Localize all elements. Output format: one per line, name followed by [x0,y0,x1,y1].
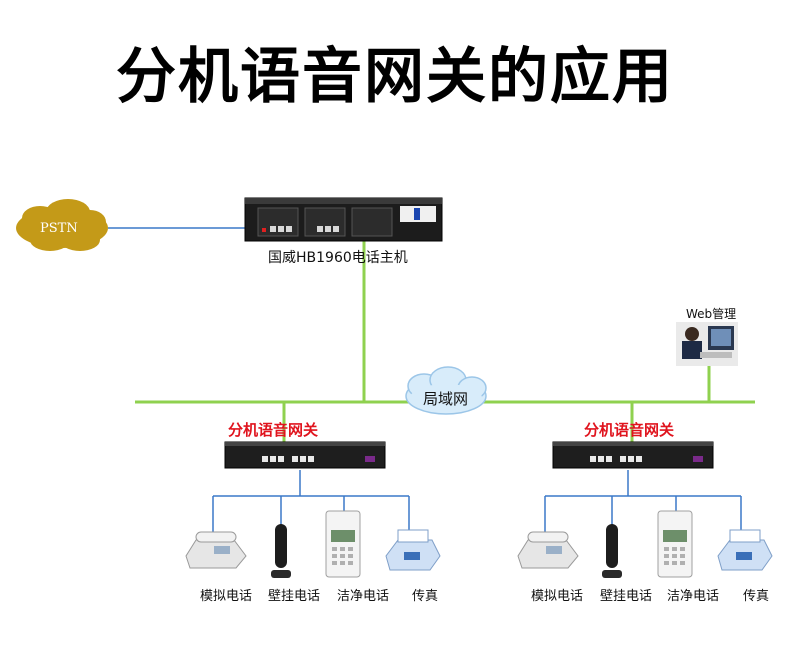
device-label-wall: 壁挂电话 [268,589,321,604]
fax-icon [385,529,441,571]
gateway1-label: 分机语音网关 [228,421,319,439]
device-label-analog: 模拟电话 [531,589,584,604]
host-device [244,197,443,242]
pstn-label: PSTN [40,221,78,236]
clean-phone-icon [657,510,693,578]
device-label-wall: 壁挂电话 [600,589,653,604]
device-label-fax: 传真 [412,589,439,604]
gateway2-label: 分机语音网关 [584,421,675,439]
wall-phone-icon [271,524,291,578]
lan-label: 局域网 [423,390,469,408]
web-workstation-icon [676,322,738,366]
gateway2-device [552,441,714,469]
analog-phone-icon [185,531,247,569]
device-label-fax: 传真 [743,589,770,604]
page-title: 分机语音网关的应用 [116,42,674,112]
wall-phone-icon [602,524,622,578]
gateway2-phone-bus [544,470,742,538]
device-label-clean: 洁净电话 [667,589,720,604]
gateway1-phone-bus [212,470,410,538]
gateway1-device [224,441,386,469]
web-label: Web管理 [686,307,737,321]
analog-phone-icon [517,531,579,569]
lan-cloud [405,366,487,415]
pstn-cloud [16,199,108,251]
host-label: 国威HB1960电话主机 [268,250,408,266]
device-label-analog: 模拟电话 [200,589,253,604]
fax-icon [717,529,773,571]
device-label-clean: 洁净电话 [337,589,390,604]
clean-phone-icon [325,510,361,578]
